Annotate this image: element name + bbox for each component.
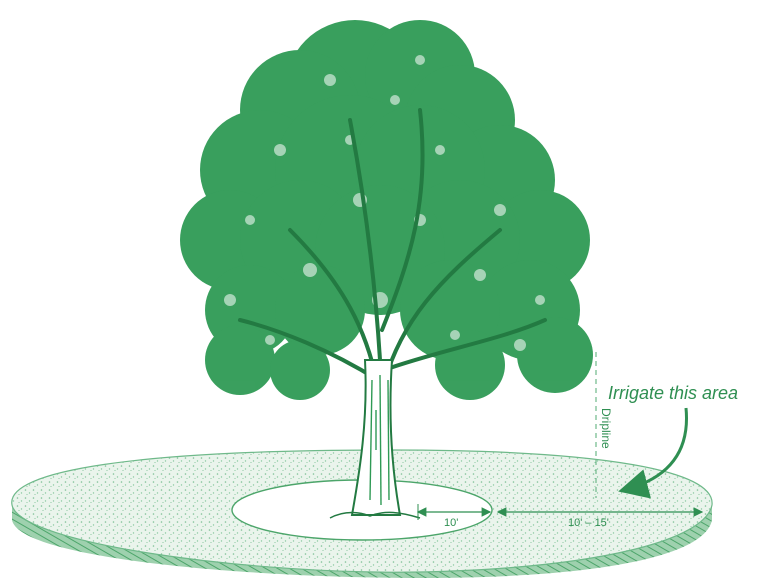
dimension-inner-label: 10' xyxy=(444,517,458,529)
dimension-outer-label: 10' – 15' xyxy=(568,517,609,529)
tree-canopy xyxy=(180,20,593,400)
dripline-label: Dripline xyxy=(599,408,613,449)
irrigate-callout: Irrigate this area xyxy=(608,383,738,403)
